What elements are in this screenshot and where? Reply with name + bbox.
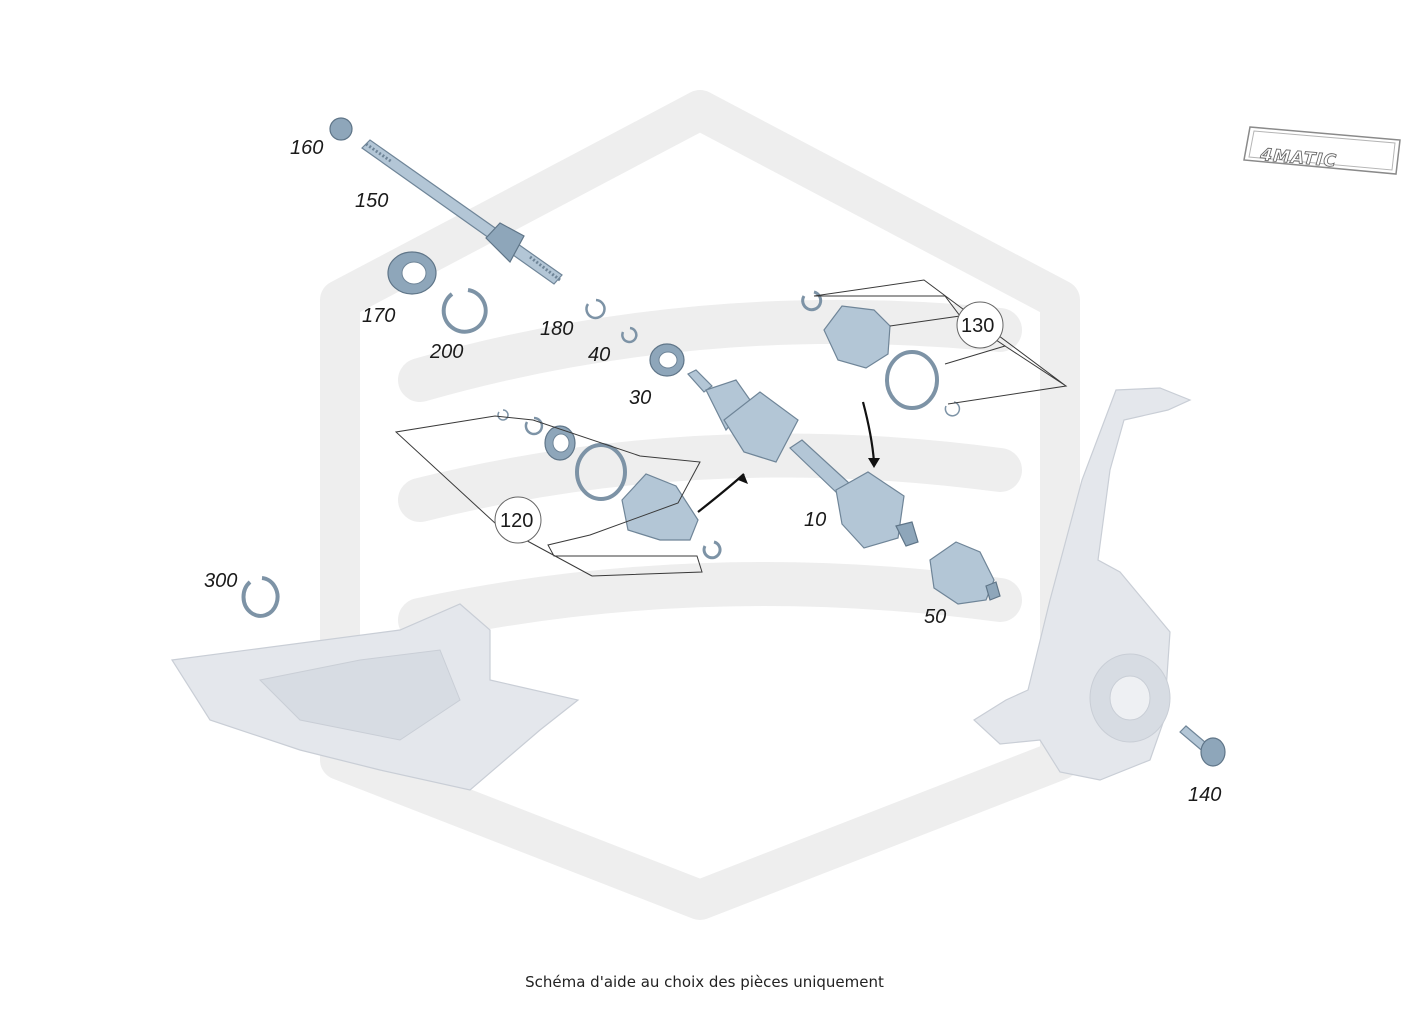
part-180-circlip[interactable] bbox=[585, 298, 606, 320]
label-300: 300 bbox=[204, 570, 237, 592]
label-120: 120 bbox=[500, 510, 533, 532]
label-140: 140 bbox=[1188, 784, 1221, 806]
part-300-snap-ring[interactable] bbox=[241, 576, 280, 618]
part-130-boot-kit[interactable] bbox=[801, 290, 961, 417]
ghost-steering-knuckle bbox=[973, 387, 1192, 781]
label-150: 150 bbox=[355, 190, 388, 212]
part-170-bearing[interactable] bbox=[387, 251, 437, 295]
label-40: 40 bbox=[588, 344, 610, 366]
part-200-snap-ring[interactable] bbox=[441, 288, 488, 334]
label-160: 160 bbox=[290, 137, 323, 159]
assembly-arrows bbox=[697, 401, 880, 513]
label-10: 10 bbox=[804, 509, 826, 531]
label-180: 180 bbox=[540, 318, 573, 340]
watermark-logo bbox=[320, 90, 1080, 920]
callout-circle-130 bbox=[956, 301, 1004, 349]
part-30-seal[interactable] bbox=[649, 343, 685, 377]
part-10-drive-shaft[interactable] bbox=[687, 369, 919, 549]
label-170: 170 bbox=[362, 305, 395, 327]
part-40-circlip[interactable] bbox=[621, 326, 638, 344]
part-150-intermediate-shaft[interactable] bbox=[361, 139, 563, 285]
disclaimer-text: Schéma d'aide au choix des pièces unique… bbox=[525, 973, 884, 991]
part-140-bolt[interactable] bbox=[1179, 725, 1226, 767]
callout-circle-120 bbox=[494, 496, 542, 544]
leader-lines-120 bbox=[394, 415, 703, 577]
4matic-badge: 4MATIC bbox=[1243, 126, 1401, 175]
label-50: 50 bbox=[924, 606, 946, 628]
label-200: 200 bbox=[429, 341, 463, 363]
label-130: 130 bbox=[961, 315, 994, 337]
ghost-oil-pan bbox=[170, 603, 580, 791]
part-50-outer-joint[interactable] bbox=[929, 541, 1001, 605]
part-120-boot-kit[interactable] bbox=[497, 409, 722, 560]
part-160-cap[interactable] bbox=[329, 117, 353, 141]
label-30: 30 bbox=[629, 387, 651, 409]
